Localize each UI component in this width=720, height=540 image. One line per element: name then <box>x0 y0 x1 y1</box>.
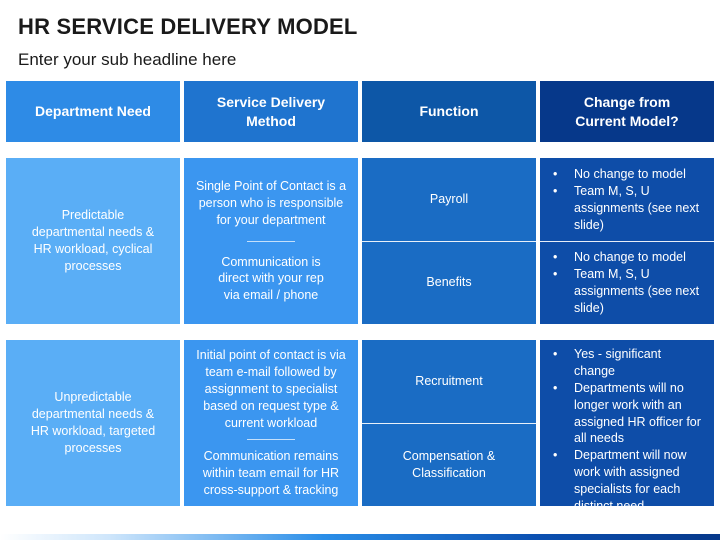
page-subtitle: Enter your sub headline here <box>18 50 237 69</box>
list-item: • Yes - significant change <box>550 346 704 380</box>
bullet-icon: • <box>553 167 558 181</box>
change-text: Department will now work with assigned s… <box>574 448 687 513</box>
row2-function-compensation: Compensation & Classification <box>362 423 536 506</box>
header-service-delivery-method-label: Service Delivery Method <box>216 93 326 129</box>
row2-change: • Yes - significant change • Departments w… <box>540 340 714 513</box>
function-compensation-label: Compensation & Classification <box>402 448 496 480</box>
header-change: Change from Current Model? <box>540 81 714 142</box>
row2-service-method: Initial point of contact is via team e-m… <box>184 340 358 506</box>
row2-method-2: Communication remains within team email … <box>202 449 340 498</box>
row2-department-need: Unpredictable departmental needs & HR wo… <box>6 340 180 506</box>
change-text: Departments will no longer work with an … <box>574 380 701 446</box>
page-title: HR SERVICE DELIVERY MODEL <box>18 14 358 39</box>
header-change-label: Change from Current Model? <box>575 93 679 129</box>
function-recruitment-label: Recruitment <box>415 374 483 389</box>
row1-department-need-text: Predictable departmental needs & HR work… <box>31 208 155 273</box>
function-benefits-label: Benefits <box>426 275 472 290</box>
row1-function-divider <box>362 241 536 242</box>
row1-function-payroll: Payroll <box>362 158 536 241</box>
row2-function-divider <box>362 423 536 424</box>
header-service-delivery-method: Service Delivery Method <box>184 81 358 142</box>
function-payroll-label: Payroll <box>429 192 469 207</box>
footer-gradient-bar <box>0 534 720 540</box>
bullet-icon: • <box>553 250 558 264</box>
list-item: • Departments will no longer work with an… <box>550 380 704 448</box>
row2-method-separator <box>247 439 295 441</box>
change-text: No change to model <box>574 167 686 181</box>
bullet-icon: • <box>553 380 558 395</box>
bullet-icon: • <box>553 448 558 463</box>
row1-department-need: Predictable departmental needs & HR work… <box>6 158 180 324</box>
header-function: Function <box>362 81 536 142</box>
list-item: • No change to model <box>550 166 704 183</box>
change-text: Yes - significant change <box>574 347 662 378</box>
row1-change-payroll: • No change to model • Team M, S, U assign… <box>540 158 714 241</box>
header-department-need: Department Need <box>6 81 180 142</box>
change-text: No change to model <box>574 250 686 264</box>
row2-function-recruitment: Recruitment <box>362 340 536 423</box>
header-department-need-label: Department Need <box>35 103 151 120</box>
change-text: Team M, S, U assignments (see next slide… <box>574 266 700 315</box>
row1-function-benefits: Benefits <box>362 241 536 324</box>
row2-method-1: Initial point of contact is via team e-m… <box>196 348 346 430</box>
row1-method-1: Single Point of Contact is a person who … <box>195 178 347 227</box>
bullet-icon: • <box>553 183 558 198</box>
change-text: Team M, S, U assignments (see next slide… <box>574 183 700 232</box>
row1-service-method: Single Point of Contact is a person who … <box>184 158 358 324</box>
list-item: • Team M, S, U assignments (see next slid… <box>550 266 704 317</box>
bullet-icon: • <box>553 347 558 361</box>
list-item: • No change to model <box>550 249 704 266</box>
list-item: • Department will now work with assigned … <box>550 447 704 515</box>
row1-method-separator <box>247 240 295 242</box>
row1-change-divider <box>540 241 714 242</box>
header-function-label: Function <box>419 103 479 120</box>
row1-change-benefits: • No change to model • Team M, S, U assign… <box>540 241 714 324</box>
row1-method-2: Communication is direct with your rep vi… <box>218 254 324 303</box>
list-item: • Team M, S, U assignments (see next slid… <box>550 183 704 234</box>
row2-department-need-text: Unpredictable departmental needs & HR wo… <box>30 390 156 455</box>
bullet-icon: • <box>553 266 558 281</box>
